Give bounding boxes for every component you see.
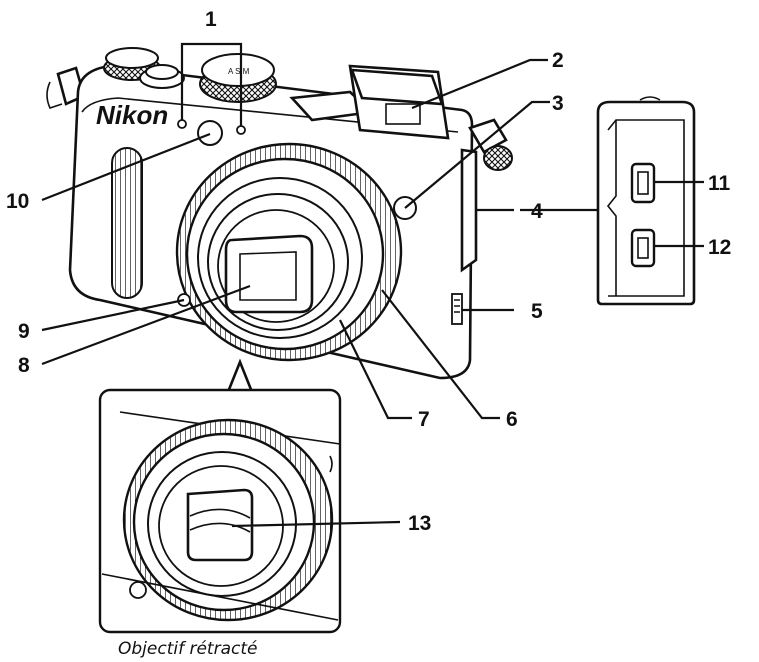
hand-grip — [111, 147, 143, 299]
lens-cover — [186, 488, 254, 562]
callout-10: 10 — [6, 190, 29, 213]
svg-text:A S M: A S M — [228, 67, 250, 76]
shutter-release-button — [139, 64, 185, 89]
callout-labels: 1 2 3 4 5 6 7 8 9 10 11 12 13 — [6, 8, 731, 535]
strap-lug-right — [468, 118, 513, 171]
callout-2: 2 — [552, 49, 564, 72]
callout-7: 7 — [418, 408, 430, 431]
battery-latch — [451, 293, 463, 325]
microphone-right — [236, 125, 246, 135]
mode-dial: A S M — [199, 53, 277, 103]
callout-13: 13 — [408, 512, 431, 535]
microphone-left — [177, 119, 187, 129]
connector-inset — [596, 96, 696, 306]
callout-6: 6 — [506, 408, 518, 431]
brand-logo: Nikon — [96, 100, 168, 130]
connector-cover — [460, 148, 478, 273]
callout-1: 1 — [205, 8, 217, 31]
callout-12: 12 — [708, 236, 731, 259]
callout-4: 4 — [531, 200, 543, 223]
self-timer-lamp — [197, 120, 223, 146]
callout-3: 3 — [552, 92, 564, 115]
camera-front-view: A S M Nikon — [46, 47, 513, 380]
callout-9: 9 — [18, 320, 30, 343]
lens-assembly — [175, 142, 403, 362]
built-in-flash — [348, 64, 450, 140]
callout-8: 8 — [18, 354, 30, 377]
callout-11: 11 — [708, 172, 731, 195]
callout-5: 5 — [531, 300, 543, 323]
inset-caption: Objectif rétracté — [118, 639, 257, 659]
retracted-lens — [101, 411, 341, 622]
leader-lines — [41, 42, 704, 528]
retracted-lens-inset — [98, 358, 342, 634]
lens — [224, 234, 314, 314]
